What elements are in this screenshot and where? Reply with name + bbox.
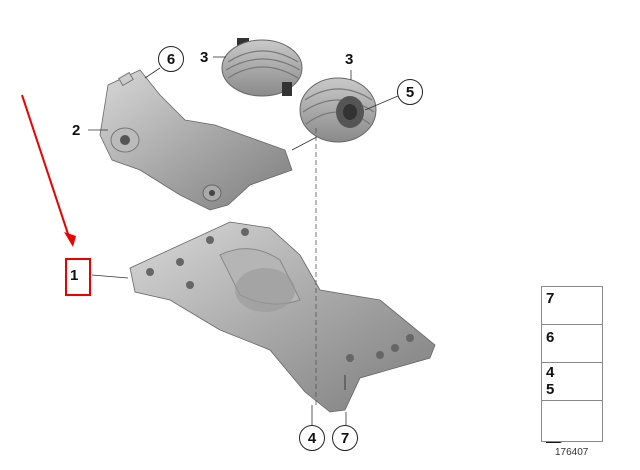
legend-number: 6	[546, 329, 555, 346]
callout-part-6[interactable]: 6	[158, 46, 184, 72]
legend-number: 7	[546, 290, 555, 307]
callout-part-3-right[interactable]: 3	[345, 51, 354, 68]
legend-row-socket-head-bolt[interactable]: 6	[542, 325, 602, 363]
legend-row-hex-bolt[interactable]: 4 5	[542, 363, 602, 401]
bracket-part-2	[99, 69, 293, 211]
transmission-crossmember-part-1	[129, 221, 436, 413]
engine-mount-part-3-left	[221, 38, 303, 97]
callout-part-2[interactable]: 2	[72, 122, 81, 139]
legend-row-flange-bolt[interactable]: 7	[542, 287, 602, 325]
legend-number: 4	[546, 364, 555, 381]
callout-part-5[interactable]: 5	[397, 79, 423, 105]
callout-part-1[interactable]: 1	[70, 267, 79, 284]
diagram-id: 176407	[555, 447, 589, 458]
legend-row-direction-arrow	[542, 401, 602, 441]
engine-mount-part-3-right	[299, 77, 377, 143]
highlight-box-part-1	[65, 258, 91, 296]
legend-number: 5	[546, 381, 555, 398]
fastener-legend: 7 6 4 5	[541, 286, 603, 442]
callout-part-4[interactable]: 4	[299, 425, 325, 451]
callout-part-7[interactable]: 7	[332, 425, 358, 451]
red-arrow-icon	[21, 94, 76, 247]
callout-part-3-left[interactable]: 3	[200, 49, 209, 66]
